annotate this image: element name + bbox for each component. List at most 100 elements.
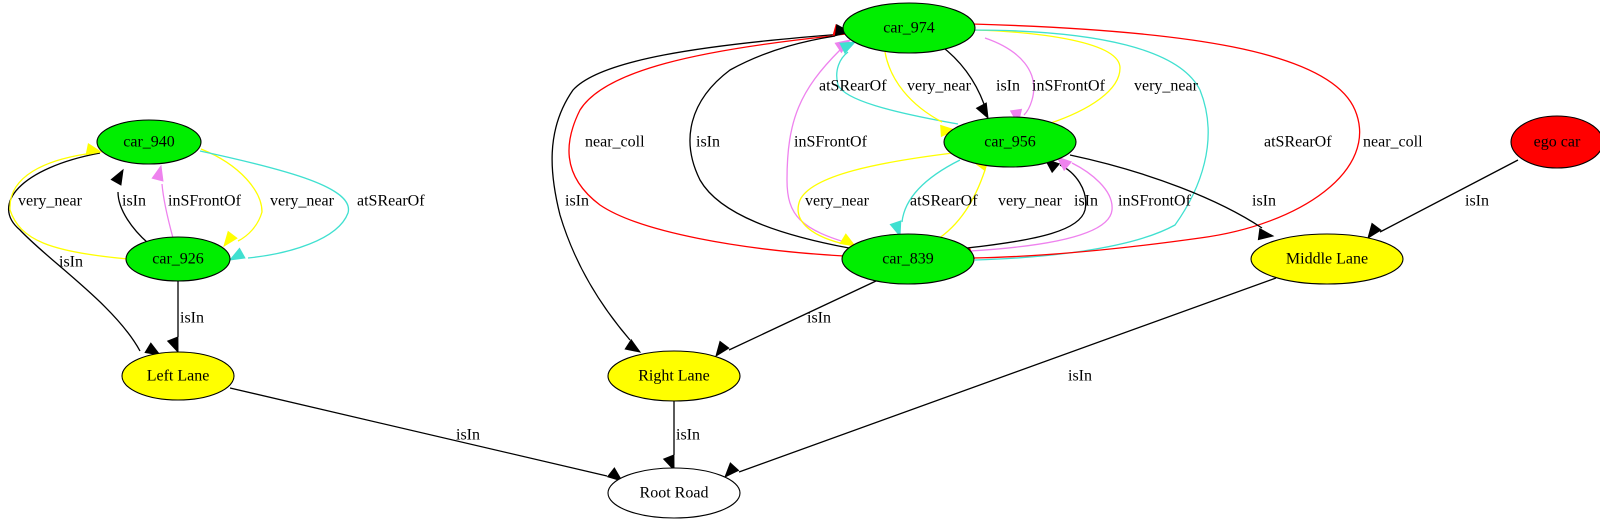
edge-line xyxy=(689,35,850,249)
node-label: Middle Lane xyxy=(1286,251,1368,268)
arrow-head xyxy=(839,41,857,55)
edge-line xyxy=(974,29,1121,125)
edge-label: isIn xyxy=(456,427,480,444)
edge-label: isIn xyxy=(1465,193,1489,210)
node-ellipse xyxy=(96,119,202,165)
edge-line xyxy=(969,162,1113,252)
edge-label: isIn xyxy=(696,134,720,151)
edge-very_near-car_926-to-car_940 xyxy=(9,143,129,260)
edge-label: atSRearOf xyxy=(1264,134,1332,151)
edge-line xyxy=(884,51,943,123)
edge-line xyxy=(1069,154,1263,229)
edge-line xyxy=(117,191,149,244)
arrow-head xyxy=(144,342,162,356)
edge-line xyxy=(568,35,845,257)
edge-atSRearOf-car_956-to-car_839 xyxy=(889,159,961,238)
arrow-head xyxy=(624,338,642,353)
node-label: car_956 xyxy=(984,134,1036,151)
edge-isIn-left_lane-to-root_road xyxy=(229,387,624,482)
arrow-head xyxy=(228,247,246,261)
edge-inSFrontOf-car_839-to-car_956 xyxy=(969,156,1113,252)
node-car-839: car_839 xyxy=(841,233,975,285)
node-middle-lane: Middle Lane xyxy=(1250,233,1404,285)
arrow-head xyxy=(606,467,624,482)
edge-atSRearOf-car_940-to-car_926 xyxy=(199,150,350,261)
node-ellipse xyxy=(121,351,235,401)
node-ellipse xyxy=(842,2,976,54)
edge-line xyxy=(9,153,129,260)
arrow-head xyxy=(85,143,103,156)
node-ellipse xyxy=(1510,115,1600,169)
node-ellipse xyxy=(943,116,1077,168)
edge-isIn-car_974-to-right_lane xyxy=(551,33,844,353)
edge-label: isIn xyxy=(59,254,83,271)
arrow-head xyxy=(724,462,740,479)
edge-label-layer: isIn very_near isIn inSFrontOf very_near atSR… xyxy=(18,78,1489,444)
node-ellipse xyxy=(607,467,741,519)
node-ellipse xyxy=(841,233,975,285)
edge-label: very_near xyxy=(18,193,83,210)
arrow-head xyxy=(839,233,857,247)
edge-label: very_near xyxy=(270,193,335,210)
edge-label: isIn xyxy=(1252,193,1276,210)
edge-label: inSFrontOf xyxy=(1032,78,1106,95)
edge-very_near-car_956-to-car_839 xyxy=(797,152,954,247)
edge-line xyxy=(728,280,877,351)
arrow-head xyxy=(715,340,730,358)
node-label: Left Lane xyxy=(147,368,210,385)
edge-line xyxy=(199,150,350,259)
arrow-head xyxy=(975,102,989,120)
edge-label: isIn xyxy=(996,78,1020,95)
node-label: Right Lane xyxy=(638,368,710,385)
node-car-956: car_956 xyxy=(943,116,1077,168)
arrow-head xyxy=(151,164,164,182)
edge-line xyxy=(984,37,1035,116)
arrow-head xyxy=(166,336,179,354)
edge-isIn-car_926-to-left_lane xyxy=(166,281,179,354)
edge-layer xyxy=(8,19,1519,482)
node-label: car_839 xyxy=(882,251,934,268)
node-car-926: car_926 xyxy=(125,236,231,282)
node-car-974: car_974 xyxy=(842,2,976,54)
edge-atSRearOf-car_956-to-car_974 xyxy=(836,41,959,125)
arrow-head xyxy=(662,454,675,472)
node-root-road: Root Road xyxy=(607,467,741,519)
edge-label: very_near xyxy=(907,78,972,95)
edge-line xyxy=(229,387,608,477)
node-label: car_926 xyxy=(152,251,204,268)
edge-isIn-car_940-to-left_lane xyxy=(8,152,162,356)
edge-line xyxy=(161,183,174,239)
edge-label: isIn xyxy=(1068,368,1092,385)
arrow-head xyxy=(1257,227,1275,241)
edge-label: inSFrontOf xyxy=(794,134,868,151)
edge-line xyxy=(971,23,1361,259)
edge-line xyxy=(934,169,986,242)
edge-line xyxy=(901,159,961,223)
edge-label: near_coll xyxy=(585,134,645,151)
node-label: Root Road xyxy=(640,485,709,502)
edge-label: very_near xyxy=(998,193,1063,210)
node-car-940: car_940 xyxy=(96,119,202,165)
edge-line xyxy=(8,152,141,352)
edge-isIn-middle_lane-to-root_road xyxy=(724,277,1277,479)
node-ego: ego car xyxy=(1510,115,1600,169)
edge-label: inSFrontOf xyxy=(1118,193,1192,210)
arrow-head xyxy=(223,230,238,248)
edge-label: isIn xyxy=(565,193,589,210)
edge-label: atSRearOf xyxy=(819,78,887,95)
edge-label: inSFrontOf xyxy=(168,193,242,210)
edge-line xyxy=(551,33,844,341)
edge-line xyxy=(836,51,959,125)
edge-line xyxy=(738,277,1277,473)
edge-label: isIn xyxy=(807,310,831,327)
arrow-head xyxy=(110,168,124,186)
arrow-head xyxy=(889,220,902,238)
edge-isIn-right_lane-to-root_road xyxy=(662,401,675,472)
edge-isIn-car_956-to-middle_lane xyxy=(1069,154,1275,241)
edge-label: isIn xyxy=(676,427,700,444)
node-layer: car_974 car_940 car_956 car_926 car_839 ego c… xyxy=(96,2,1600,519)
edge-isIn-car_839-to-right_lane xyxy=(715,280,877,358)
edge-label: near_coll xyxy=(1363,134,1423,151)
edge-line xyxy=(200,148,263,242)
